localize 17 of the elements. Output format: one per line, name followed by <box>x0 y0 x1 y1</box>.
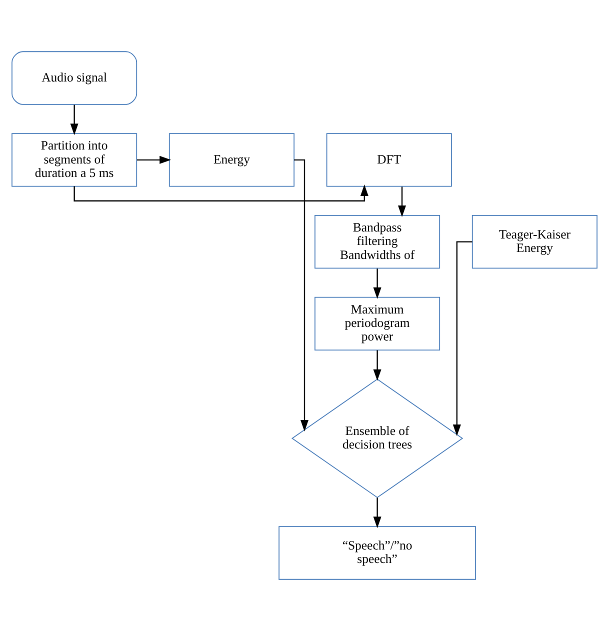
node-diamond: Ensemble of decision trees <box>291 378 464 498</box>
node-box: Teager-Kaiser Energy <box>472 214 598 268</box>
arrow <box>373 268 382 298</box>
arrow <box>136 155 172 164</box>
arrow <box>398 186 406 216</box>
node-box: DFT <box>326 132 452 186</box>
arrow <box>70 104 78 135</box>
node-box: Maximum periodogram power <box>314 296 440 350</box>
node-box: Bandpass filtering Bandwidths of <box>314 214 440 268</box>
arrow <box>373 350 382 380</box>
arrow <box>452 240 472 436</box>
arrow <box>294 158 309 431</box>
node-box: Audio signal <box>12 50 138 104</box>
arrow <box>373 497 382 528</box>
node-box: “Speech”/”no speech” <box>278 526 476 580</box>
node-box: Energy <box>168 132 294 186</box>
node-box: Partition into segments of duration a 5 ms <box>12 132 138 186</box>
